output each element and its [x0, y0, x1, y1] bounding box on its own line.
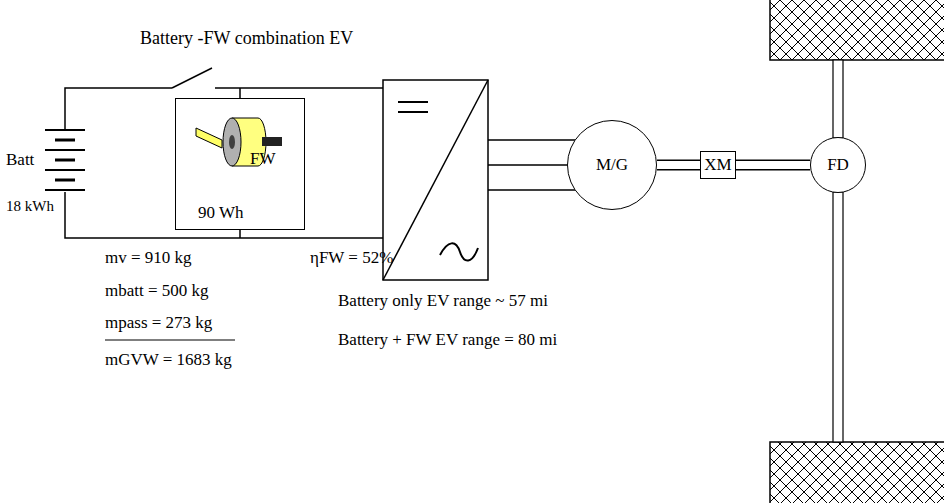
annotation-label: 18 kWh	[6, 196, 54, 216]
converter-box	[383, 80, 488, 280]
final-drive: FD	[810, 137, 866, 193]
phase-wires	[488, 140, 575, 190]
annotation-label: mpass = 273 kg	[105, 313, 212, 333]
annotation-label: mGVW = 1683 kg	[105, 350, 232, 370]
flywheel-shaft	[262, 137, 282, 146]
ac-sign	[440, 243, 478, 260]
wheel	[770, 442, 944, 503]
axle	[833, 60, 843, 138]
annotation-label: Battery + FW EV range = 80 mi	[338, 330, 557, 350]
flywheel-shaft	[196, 128, 222, 148]
battery-symbol	[45, 130, 85, 190]
shaft-body	[657, 161, 700, 169]
motor-generator: M/G	[567, 120, 657, 210]
flywheel-disk	[223, 118, 241, 166]
flywheel-hub	[229, 135, 235, 149]
annotation-label: ηFW = 52%	[310, 248, 393, 268]
transmission-box: XM	[700, 151, 736, 179]
wheels	[770, 0, 944, 503]
top-rail	[65, 88, 172, 130]
bottom-rail	[65, 192, 383, 238]
annotation-label: Battery only EV range ~ 57 mi	[338, 291, 548, 311]
sum-rule	[105, 339, 235, 340]
converter-diagonal	[383, 80, 488, 280]
diagram-title: Battery -FW combination EV	[140, 28, 353, 48]
circuit-wires	[65, 68, 575, 238]
node-label: 90 Wh	[198, 203, 244, 223]
shaft-connector	[657, 165, 700, 166]
converter-symbol	[383, 80, 488, 280]
flywheel-box: FW 90 Wh	[175, 98, 305, 230]
axle	[833, 192, 843, 442]
annotation-label: mv = 910 kg	[105, 248, 192, 268]
annotation-label: mbatt = 500 kg	[105, 281, 209, 301]
node-label: FW	[250, 149, 276, 169]
shaft-body	[736, 161, 810, 169]
switch-blade	[172, 68, 212, 88]
shaft-connector	[736, 165, 810, 166]
shaft-outline	[736, 160, 810, 171]
node-label: M/G	[596, 155, 628, 175]
annotation-label: Batt	[6, 150, 34, 170]
node-label: XM	[704, 155, 731, 175]
shaft-outline	[657, 160, 700, 171]
node-label: FD	[827, 155, 849, 175]
dc-sign	[398, 111, 428, 113]
wheel	[770, 0, 944, 60]
dc-sign	[398, 101, 428, 103]
